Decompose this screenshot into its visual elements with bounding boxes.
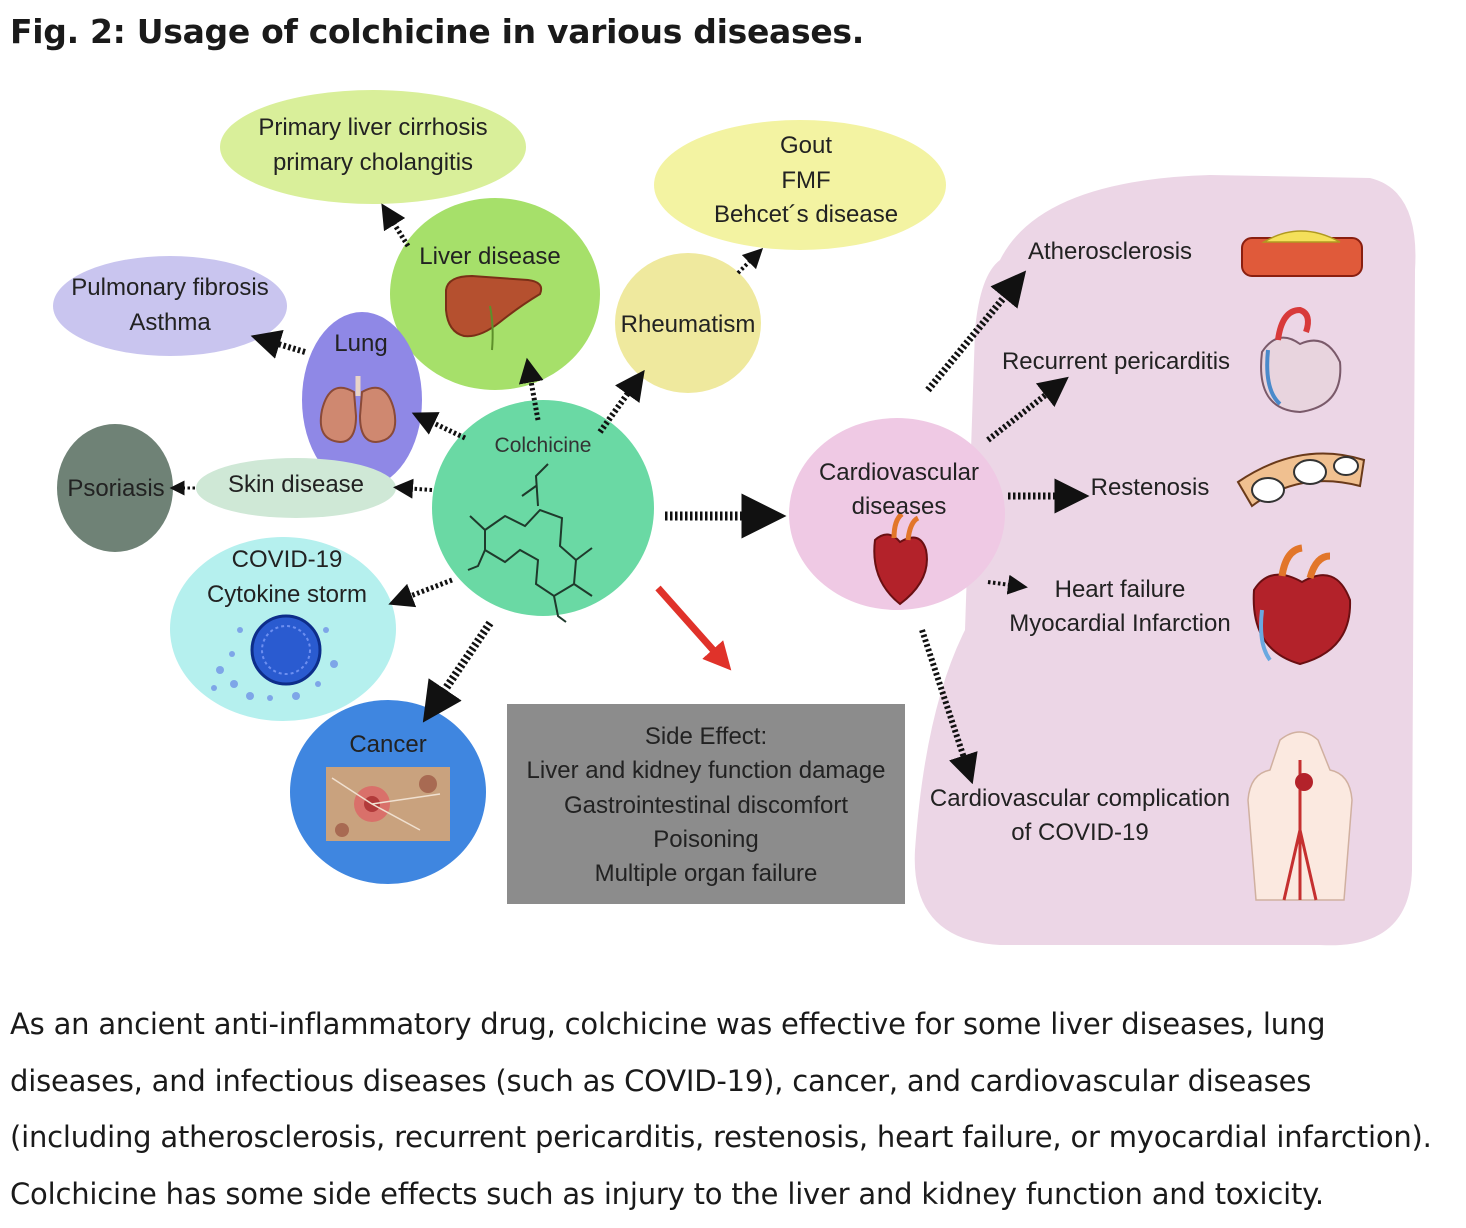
figure-title: Fig. 2: Usage of colchicine in various d…	[10, 12, 864, 51]
cardiovascular-node	[789, 418, 1005, 610]
heart-icon	[873, 512, 928, 606]
heart-failure-label-1: Heart failure	[1055, 576, 1186, 603]
liver-outcome-ellipse	[220, 90, 526, 204]
lung-outcome-label-2: Asthma	[129, 309, 211, 336]
lung-outcome-ellipse	[53, 256, 287, 356]
colchicine-node	[432, 400, 654, 616]
cardiovascular-label-1: Cardiovascular	[819, 459, 979, 486]
rheumatism-node	[615, 253, 761, 393]
molecule-icon	[467, 463, 593, 623]
heart-icon	[1252, 544, 1352, 666]
rheumatism-outcome-label-1: Gout	[780, 132, 832, 159]
arrow-colchicine-skin	[393, 478, 433, 499]
covid-complication-label-2: of COVID-19	[1011, 819, 1148, 846]
figure-caption: As an ancient anti-inflammatory drug, co…	[10, 1007, 1432, 1211]
rheumatism-outcome-ellipse	[654, 120, 946, 250]
artery-plaque-icon	[1241, 230, 1363, 277]
liver-icon	[445, 274, 543, 351]
arrow-cardio-heart-failure	[987, 574, 1028, 595]
restenosis-label: Restenosis	[1091, 474, 1210, 501]
side-effect-item: Multiple organ failure	[595, 860, 818, 887]
colchicine-label: Colchicine	[495, 434, 592, 457]
covid-label-1: COVID-19	[232, 546, 343, 573]
cancer-cell-icon	[326, 767, 450, 841]
rheumatism-outcome-label-3: Behcet´s disease	[714, 201, 898, 228]
arrow-colchicine-rheumatism	[597, 369, 645, 434]
colchicine-diagram: Primary liver cirrhosis primary cholangi…	[53, 90, 1416, 946]
liver-disease-label: Liver disease	[419, 243, 560, 270]
covid-complication-label-1: Cardiovascular complication	[930, 785, 1230, 812]
psoriasis-label: Psoriasis	[67, 475, 164, 502]
rheumatism-outcome-label-2: FMF	[781, 167, 830, 194]
skin-disease-node	[196, 458, 396, 518]
cancer-label: Cancer	[349, 731, 426, 758]
arrow-liver-outcome	[381, 203, 411, 248]
arrow-colchicine-lung	[411, 412, 467, 441]
side-effect-item: Poisoning	[653, 826, 758, 853]
pericarditis-label: Recurrent pericarditis	[1002, 348, 1230, 375]
heart-failure-label-2: Myocardial Infarction	[1009, 610, 1230, 637]
cardiovascular-label-2: diseases	[852, 493, 947, 520]
arrow-colchicine-covid	[388, 577, 453, 608]
side-effect-item: Gastrointestinal discomfort	[564, 792, 848, 819]
lung-label: Lung	[334, 330, 387, 357]
arrow-rheumatism-outcome	[736, 247, 764, 275]
heart-icon	[1260, 306, 1342, 414]
rheumatism-label: Rheumatism	[621, 311, 756, 338]
virus-icon	[211, 614, 338, 701]
psoriasis-node	[57, 424, 173, 552]
arrow-side-effect	[655, 585, 732, 671]
side-effect-box	[507, 704, 905, 904]
skin-disease-label: Skin disease	[228, 471, 364, 498]
liver-outcome-label-2: primary cholangitis	[273, 149, 473, 176]
arrow-lung-outcome	[250, 329, 306, 359]
covid-label-2: Cytokine storm	[207, 581, 367, 608]
side-effect-title: Side Effect:	[645, 723, 767, 750]
torso-icon	[1247, 731, 1353, 901]
side-effect-item: Liver and kidney function damage	[527, 757, 886, 784]
lung-outcome-label-1: Pulmonary fibrosis	[71, 274, 268, 301]
liver-outcome-label-1: Primary liver cirrhosis	[258, 114, 487, 141]
arrow-colchicine-liver	[518, 357, 544, 421]
stent-icon	[1236, 452, 1366, 508]
arrow-colchicine-cancer	[422, 620, 494, 723]
lungs-icon	[319, 376, 397, 444]
atherosclerosis-label: Atherosclerosis	[1028, 238, 1192, 265]
